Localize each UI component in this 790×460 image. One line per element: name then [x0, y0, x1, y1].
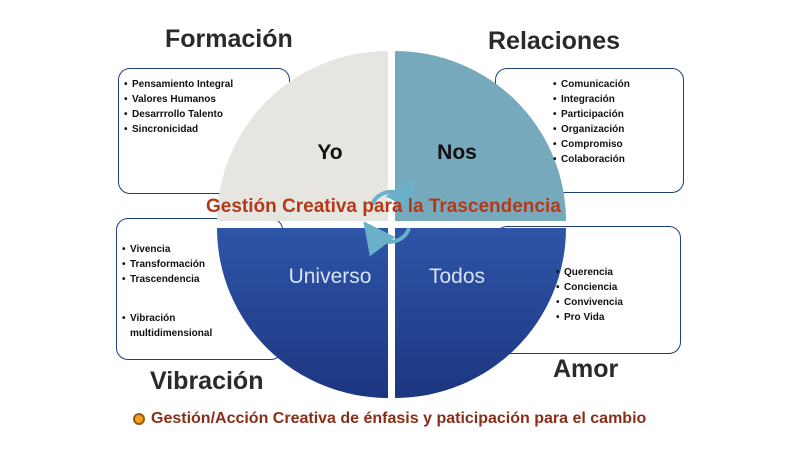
- list-item: Transformación: [122, 257, 217, 272]
- title-vibracion: Vibración: [150, 367, 264, 395]
- list-formacion: Pensamiento Integral Valores Humanos Des…: [124, 77, 233, 137]
- label-universo: Universo: [289, 265, 372, 288]
- list-item: Querencia: [556, 265, 623, 280]
- title-relaciones: Relaciones: [488, 27, 621, 55]
- title-formacion: Formación: [165, 25, 293, 53]
- footer-caption: Gestión/Acción Creativa de énfasis y pat…: [133, 410, 646, 428]
- list-item: Trascendencia: [122, 272, 217, 287]
- label-todos: Todos: [429, 265, 485, 288]
- list-item: Compromiso: [553, 137, 630, 152]
- list-item: Conciencia: [556, 280, 623, 295]
- label-nos: Nos: [437, 141, 477, 164]
- quadrant-yo: [217, 51, 388, 221]
- list-item: Vivencia: [122, 242, 217, 257]
- list-item: Colaboración: [553, 152, 630, 167]
- list-item: Vibración multidimensional: [122, 311, 217, 341]
- orange-dot-icon: [133, 412, 145, 425]
- list-item: Integración: [553, 92, 630, 107]
- quadrant-nos: [395, 51, 566, 221]
- center-title: Gestión Creativa para la Trascendencia: [206, 196, 561, 217]
- quadrant-todos: [395, 228, 566, 398]
- list-relaciones: Comunicación Integración Participación O…: [553, 77, 630, 167]
- cycle-arrows-icon: [363, 177, 418, 257]
- list-item: Comunicación: [553, 77, 630, 92]
- title-amor: Amor: [553, 355, 619, 383]
- label-yo: Yo: [317, 141, 342, 164]
- footer-text: Gestión/Acción Creativa de énfasis y pat…: [151, 410, 647, 427]
- list-item: Convivencia: [556, 295, 623, 310]
- list-vibracion: Vivencia Transformación Trascendencia Vi…: [122, 242, 217, 341]
- list-item: Valores Humanos: [124, 92, 233, 107]
- list-amor: Querencia Conciencia Convivencia Pro Vid…: [556, 265, 623, 325]
- list-item: Pro Vida: [556, 310, 623, 325]
- list-item: Desarrrollo Talento: [124, 107, 233, 122]
- list-item: Pensamiento Integral: [124, 77, 233, 92]
- list-item: Sincronicidad: [124, 122, 233, 137]
- list-item: Organización: [553, 122, 630, 137]
- list-item: Participación: [553, 107, 630, 122]
- quadrant-universo: [217, 228, 388, 398]
